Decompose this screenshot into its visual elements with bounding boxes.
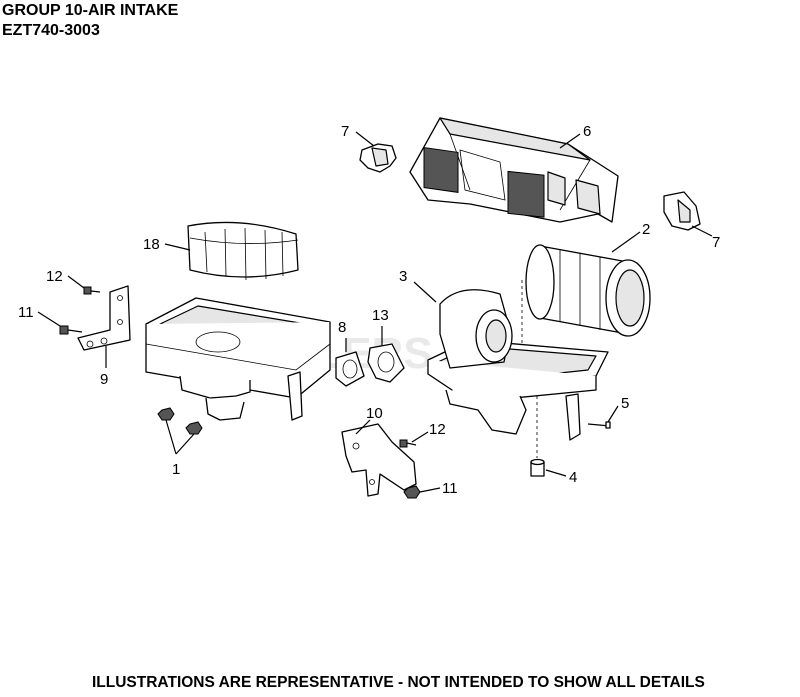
part-7-clip-left xyxy=(359,143,397,173)
callout-8: 8 xyxy=(338,319,346,336)
callout-1: 1 xyxy=(172,461,180,478)
left-air-cleaner-base xyxy=(145,297,331,421)
leader-lines xyxy=(37,131,713,493)
callout-6: 6 xyxy=(583,123,591,140)
part-4-spacer xyxy=(530,396,545,477)
callout-2: 2 xyxy=(642,221,650,238)
callout-10: 10 xyxy=(366,405,383,422)
callout-4: 4 xyxy=(569,469,577,486)
callout-18: 18 xyxy=(143,236,160,253)
callout-5: 5 xyxy=(621,395,629,412)
callout-7: 7 xyxy=(341,123,349,140)
callout-12: 12 xyxy=(46,268,63,285)
part-11-nut-right xyxy=(403,485,421,499)
model-number: EZT740-3003 xyxy=(2,22,100,39)
callout-9: 9 xyxy=(100,371,108,388)
callout-11: 11 xyxy=(18,304,34,321)
part-8-gasket xyxy=(335,351,365,387)
part-12-screw-left xyxy=(83,286,101,295)
page-title: GROUP 10-AIR INTAKE xyxy=(2,2,179,19)
part-12-screw-right xyxy=(399,439,417,448)
part-11-screw-left xyxy=(59,325,83,335)
part-18-precleaner xyxy=(187,221,299,281)
part-5-pin xyxy=(587,421,611,429)
part-13-gasket xyxy=(367,343,405,383)
part-1-nuts xyxy=(157,407,203,435)
disclaimer-footer: ILLUSTRATIONS ARE REPRESENTATIVE - NOT I… xyxy=(92,674,705,691)
part-10-bracket xyxy=(341,423,417,497)
callout-11: 11 xyxy=(442,480,458,497)
callout-7: 7 xyxy=(712,234,720,251)
part-9-bracket xyxy=(77,285,131,351)
part-3-air-cleaner-base xyxy=(427,289,609,441)
callout-12: 12 xyxy=(429,421,446,438)
part-7-clip-right xyxy=(663,191,701,231)
callout-3: 3 xyxy=(399,268,407,285)
callout-13: 13 xyxy=(372,307,389,324)
part-2-filter-element xyxy=(521,244,651,362)
part-6-air-cleaner-cover xyxy=(409,117,619,223)
